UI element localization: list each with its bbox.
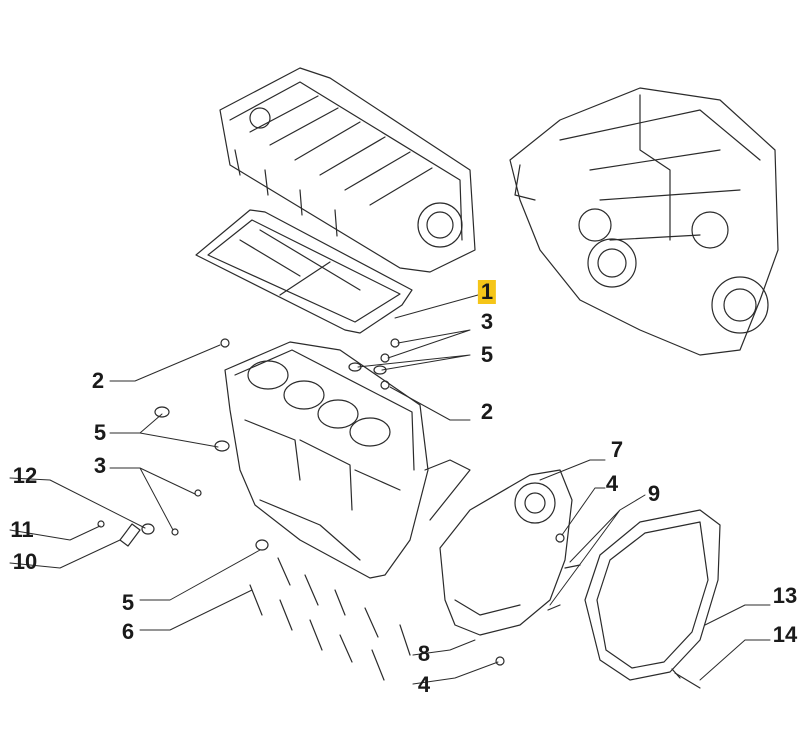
valve-cover-gasket	[195, 209, 413, 334]
head-bolts	[249, 557, 411, 681]
callout-c14[interactable]: 14	[772, 622, 798, 647]
callout-c4a[interactable]: 4	[605, 471, 619, 496]
small-parts	[97, 338, 581, 666]
callout-c2a[interactable]: 2	[91, 368, 105, 393]
leader-lines	[9, 294, 771, 685]
callout-c8[interactable]: 8	[417, 641, 431, 666]
callout-c10[interactable]: 10	[12, 549, 38, 574]
callout-c11[interactable]: 11	[10, 517, 34, 542]
housing-gasket	[584, 509, 721, 681]
callout-c9[interactable]: 9	[647, 481, 661, 506]
cylinder-head	[219, 67, 476, 273]
callout-c6[interactable]: 6	[121, 619, 135, 644]
callout-c2b[interactable]: 2	[480, 399, 494, 424]
callout-c4b[interactable]: 4	[417, 672, 431, 697]
callout-c1[interactable]: 1	[477, 280, 497, 304]
callout-c7[interactable]: 7	[610, 437, 624, 462]
callout-c13[interactable]: 13	[772, 583, 798, 608]
callout-c12[interactable]: 12	[12, 463, 38, 488]
callout-c5b[interactable]: 5	[93, 420, 107, 445]
callout-c3a[interactable]: 3	[480, 309, 494, 334]
callout-c5c[interactable]: 5	[121, 590, 135, 615]
rear-cover-plate	[439, 469, 573, 636]
housing-bolt	[671, 668, 701, 689]
callout-c3b[interactable]: 3	[93, 453, 107, 478]
engine-block	[224, 341, 471, 579]
complete-engine-assembly	[509, 87, 779, 356]
callout-c5a[interactable]: 5	[480, 342, 494, 367]
